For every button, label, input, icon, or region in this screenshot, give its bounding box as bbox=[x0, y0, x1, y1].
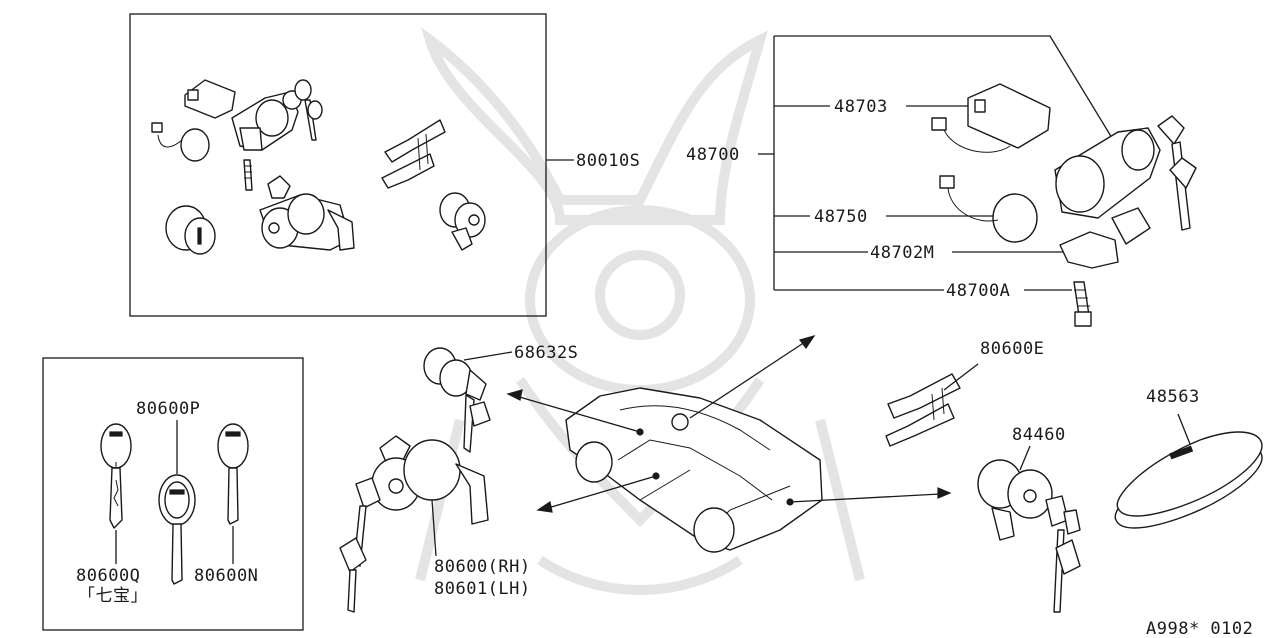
label-80600p: 80600P bbox=[136, 399, 200, 419]
label-80600q: 80600Q bbox=[76, 566, 140, 586]
ignition-set-parts bbox=[151, 79, 486, 255]
key-box bbox=[42, 357, 304, 631]
label-80600e: 80600E bbox=[980, 339, 1044, 359]
label-80010s: 80010S bbox=[576, 151, 640, 171]
label-80600rh: 80600(RH) bbox=[434, 557, 531, 577]
callout-arrows bbox=[506, 334, 952, 513]
diagram-code: A998* 0102 bbox=[1146, 619, 1253, 638]
door-lock-80600 bbox=[339, 435, 489, 613]
key-case-48563 bbox=[1114, 413, 1263, 529]
label-48703: 48703 bbox=[834, 97, 888, 117]
ignition-switch-group bbox=[758, 35, 1197, 327]
vehicle-outline bbox=[565, 387, 823, 553]
label-68632s: 68632S bbox=[514, 343, 578, 363]
clip-80600e bbox=[885, 363, 979, 447]
label-48702m: 48702M bbox=[870, 243, 934, 263]
keys-group bbox=[100, 420, 249, 585]
trunk-lock-84460 bbox=[977, 445, 1081, 613]
label-jp-brand: 「七宝」 bbox=[78, 586, 148, 606]
label-84460: 84460 bbox=[1012, 425, 1066, 445]
trunk-cylinder-68632s bbox=[423, 347, 513, 453]
label-80600n: 80600N bbox=[194, 566, 258, 586]
label-80601lh: 80601(LH) bbox=[434, 579, 531, 599]
label-48700a: 48700A bbox=[946, 281, 1010, 301]
label-48750: 48750 bbox=[814, 207, 868, 227]
label-48563: 48563 bbox=[1146, 387, 1200, 407]
assembly-box-80010s bbox=[129, 13, 547, 317]
label-48700: 48700 bbox=[686, 145, 740, 165]
